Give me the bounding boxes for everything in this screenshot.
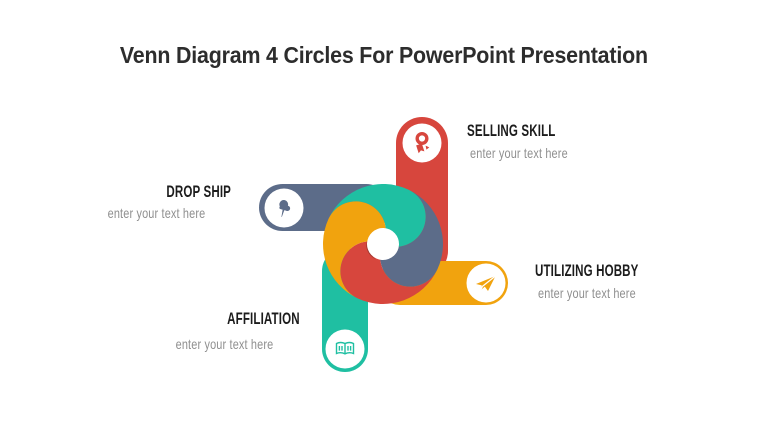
selling-skill-placeholder: enter your text here bbox=[470, 145, 568, 161]
drop-ship-label: DROP SHIP bbox=[166, 182, 231, 201]
affiliation-placeholder: enter your text here bbox=[175, 336, 273, 352]
utilizing-hobby-placeholder: enter your text here bbox=[538, 285, 636, 301]
medal-icon bbox=[415, 131, 430, 154]
selling-skill-badge bbox=[402, 123, 442, 163]
swirl-center bbox=[323, 184, 443, 304]
slide-title: Venn Diagram 4 Circles For PowerPoint Pr… bbox=[0, 42, 768, 69]
affiliation-label: AFFILIATION bbox=[227, 309, 300, 328]
affiliation-badge bbox=[325, 329, 365, 369]
utilizing-hobby-label: UTILIZING HOBBY bbox=[535, 261, 639, 280]
utilizing-hobby-badge bbox=[466, 263, 506, 303]
swirl-blade-teal bbox=[328, 184, 426, 247]
swirl-blade-slate bbox=[380, 189, 443, 287]
swirl-hub-circle bbox=[367, 228, 399, 260]
selling-skill-label: SELLING SKILL bbox=[467, 121, 556, 140]
slide-title-text: Venn Diagram 4 Circles For PowerPoint Pr… bbox=[120, 42, 648, 68]
paper-plane-icon bbox=[476, 275, 496, 291]
drop-ship-placeholder: enter your text here bbox=[107, 205, 205, 221]
swirl-blade-orange bbox=[323, 201, 386, 299]
pushpin-icon bbox=[279, 200, 291, 217]
drop-ship-badge bbox=[264, 188, 304, 228]
swirl-blade-red bbox=[340, 241, 438, 304]
swirl-overlap-shade bbox=[366, 241, 376, 260]
open-book-icon bbox=[335, 341, 355, 355]
